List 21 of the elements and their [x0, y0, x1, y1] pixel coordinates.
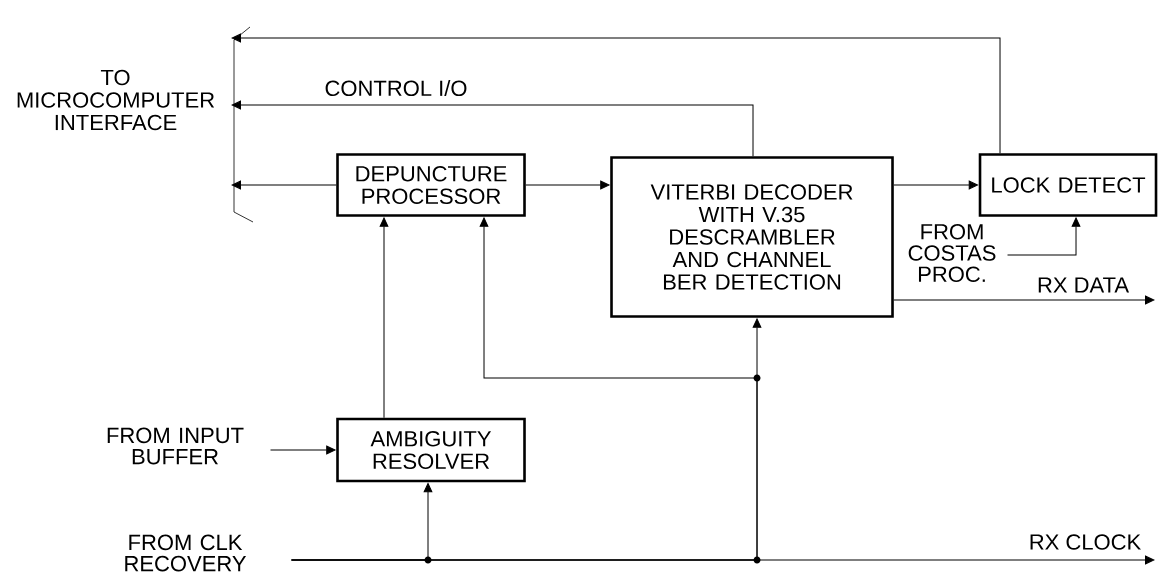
- arrow: [270, 445, 336, 455]
- arrow: [231, 180, 337, 190]
- arrow: [525, 180, 610, 190]
- process-box: LOCK DETECT: [978, 153, 1158, 217]
- signal-label: FROM INPUT BUFFER: [107, 427, 244, 465]
- signal-label: TO MICROCOMPUTER INTERFACE: [17, 69, 215, 131]
- process-box: AMBIGUITY RESOLVER: [336, 417, 526, 483]
- arrow: [231, 100, 754, 157]
- edge-label: CONTROL I/O: [323, 78, 469, 98]
- arrow: [291, 555, 1155, 565]
- arrow: [893, 295, 1155, 305]
- arrow: [231, 33, 1001, 154]
- process-box: DEPUNCTURE PROCESSOR: [336, 153, 526, 217]
- arrow: [379, 217, 389, 419]
- arrow: [1007, 217, 1081, 256]
- process-box: VITERBI DECODER WITH V.35 DESCRAMBLER AND CHANNEL BER DETECTION: [610, 156, 894, 318]
- edge-label: RX DATA: [1035, 276, 1131, 294]
- signal-label: FROM COSTAS PROC.: [908, 223, 996, 283]
- edge-label: RX CLOCK: [1027, 533, 1143, 551]
- arrow: [893, 180, 978, 190]
- signal-label: FROM CLK RECOVERY: [125, 534, 247, 572]
